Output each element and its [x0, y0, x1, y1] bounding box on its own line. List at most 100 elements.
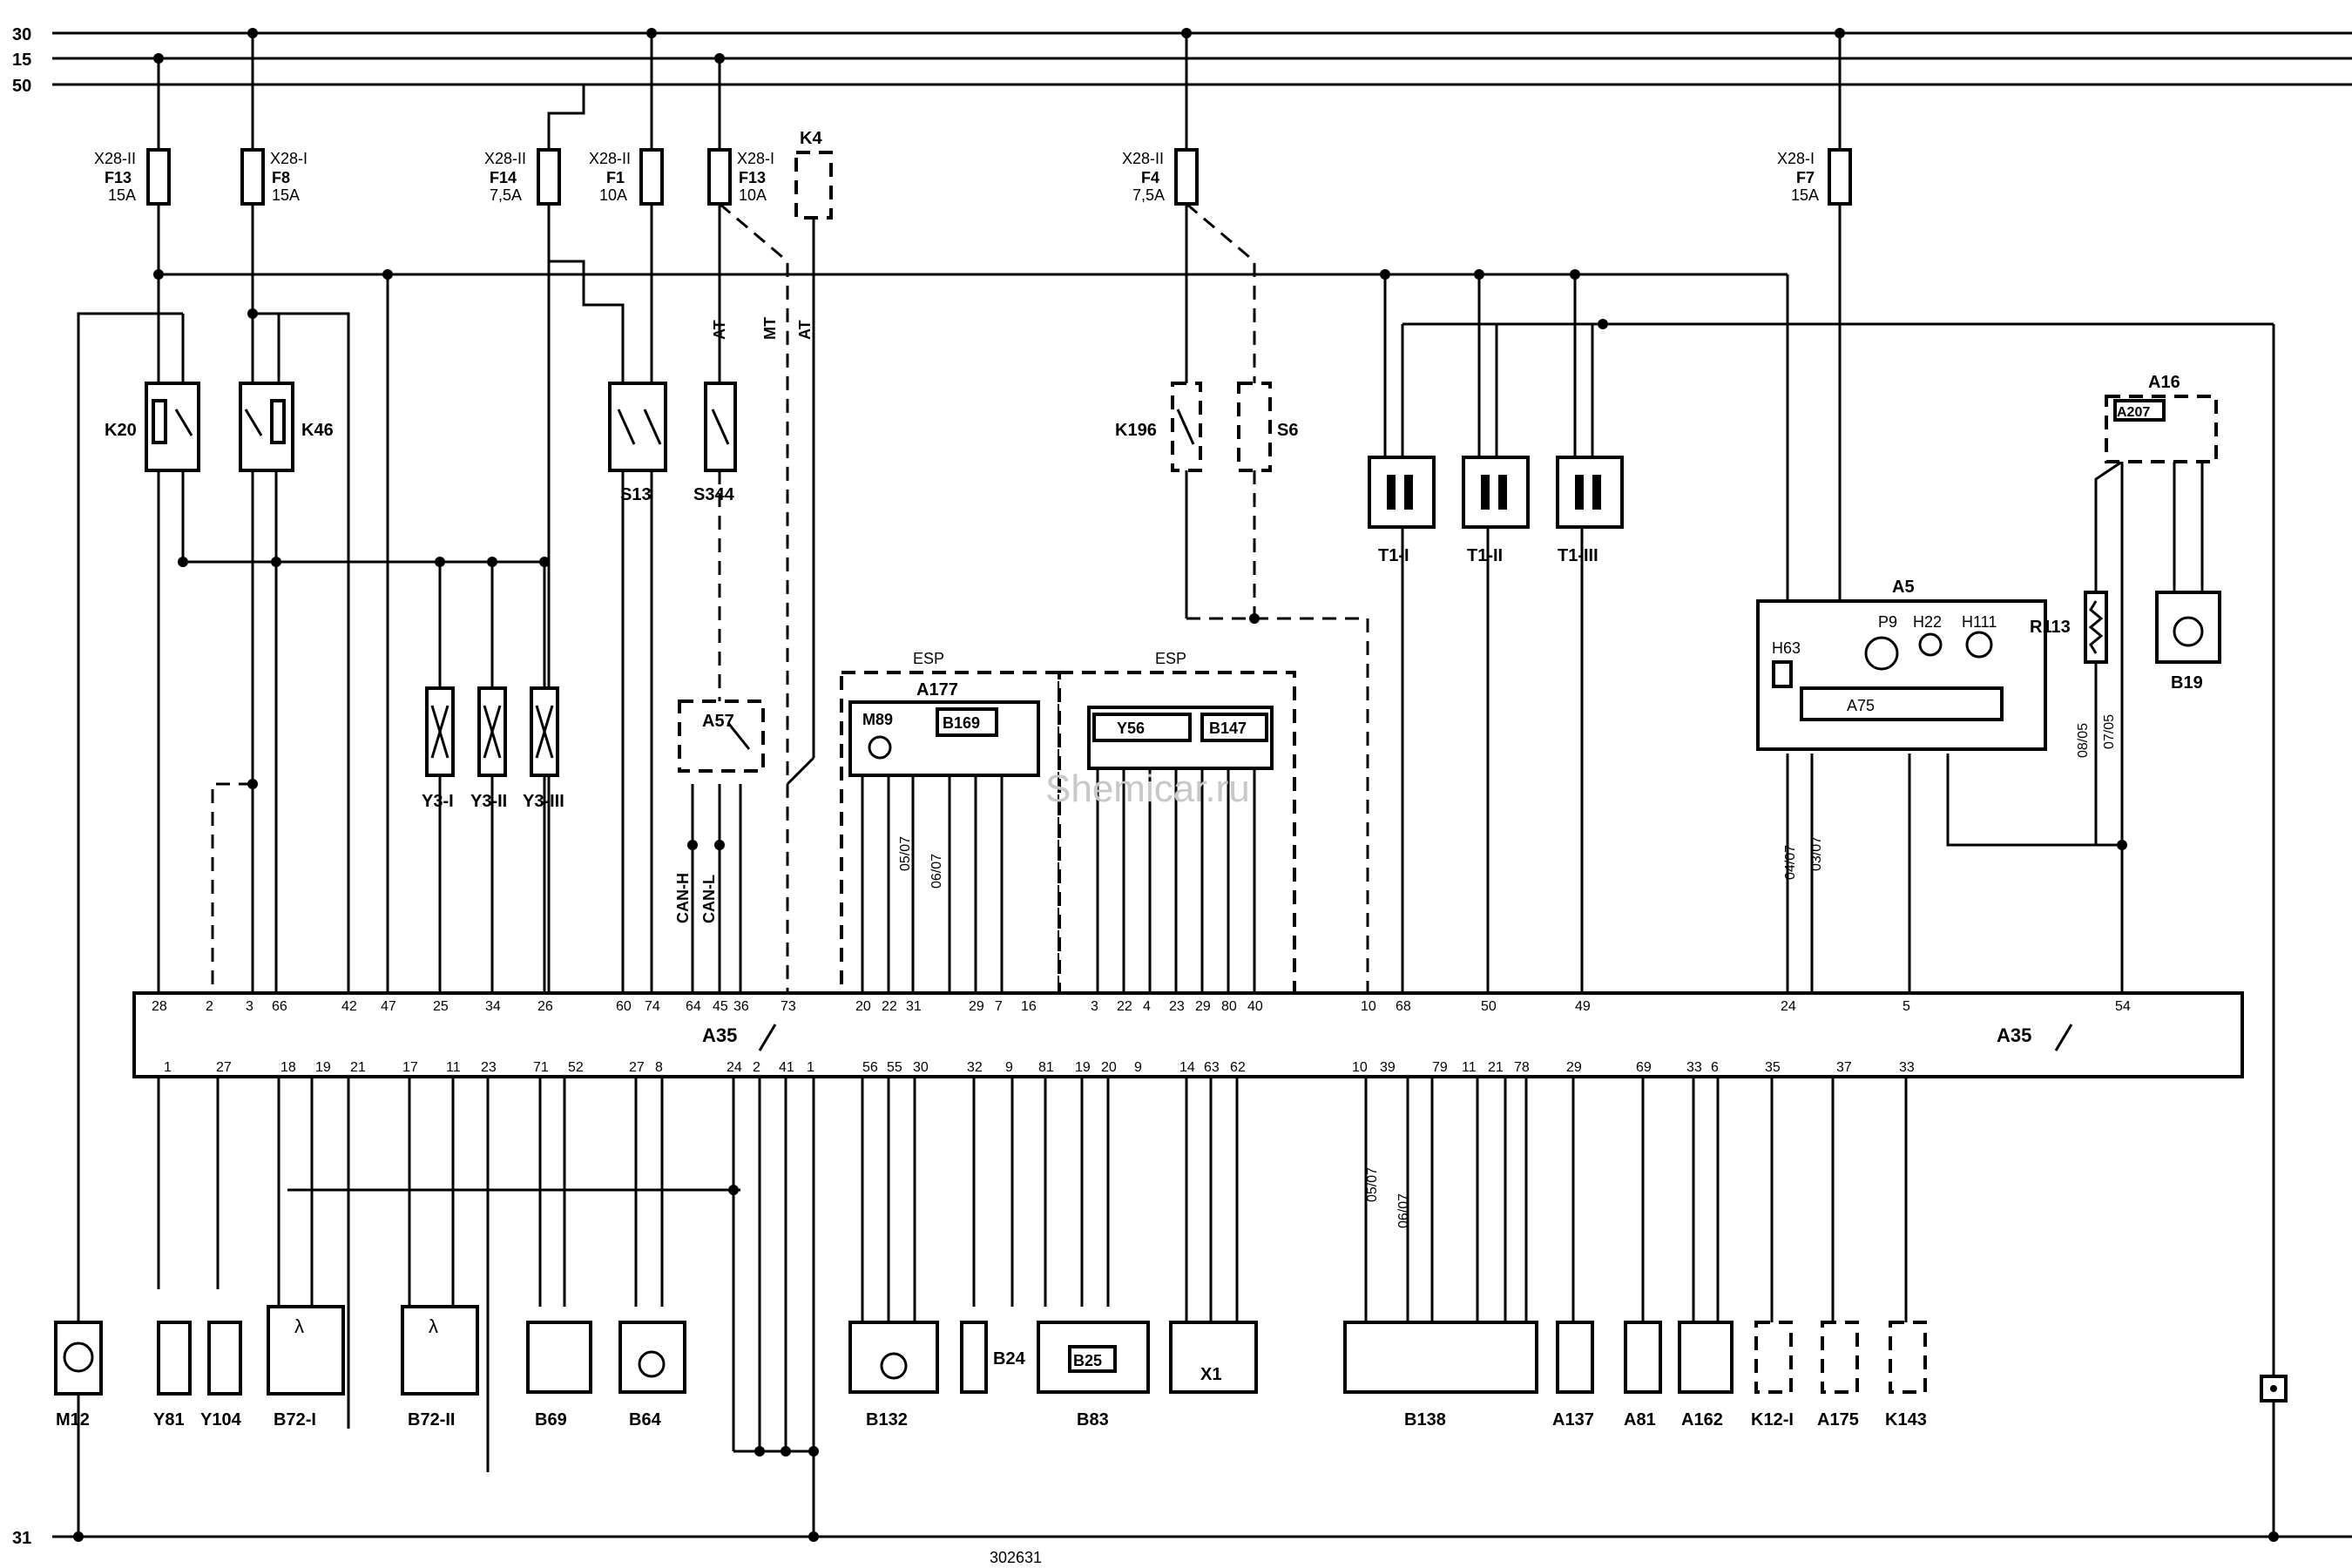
ecu-pin-top: 74 — [645, 999, 660, 1014]
coil-label: T1-III — [1558, 546, 1598, 565]
fuse-f13-b: X28-I F13 10A — [707, 58, 774, 366]
date-label: 05/07 — [898, 836, 913, 871]
h63-label: H63 — [1772, 639, 1801, 657]
a75-label: A75 — [1847, 697, 1875, 714]
ecu-pin-top: 60 — [616, 999, 632, 1014]
sensor-b72-i: λ B72-I — [267, 1305, 345, 1429]
ecu-pin-bottom: 2 — [753, 1060, 760, 1075]
ecu-pin-top: 45 — [713, 999, 728, 1014]
part-label: B72-II — [408, 1410, 455, 1429]
motor-m12: M12 — [54, 1321, 103, 1429]
date-label: 07/05 — [2102, 714, 2117, 749]
h22-label: H22 — [1913, 613, 1942, 631]
ecu-pin-bottom: 9 — [1134, 1060, 1142, 1075]
ecu-pin-bottom: 21 — [350, 1060, 366, 1075]
upper-wiring — [77, 202, 2288, 1542]
date-label: 08/05 — [2076, 723, 2091, 758]
ecu-pin-top: 4 — [1143, 999, 1151, 1014]
ecu-pin-bottom: 9 — [1005, 1060, 1013, 1075]
part-label: A81 — [1624, 1410, 1656, 1429]
fuse-conn: X28-II — [589, 150, 631, 167]
ecu-pin-bottom: 81 — [1038, 1060, 1054, 1075]
part-label: A137 — [1552, 1410, 1594, 1429]
relay-k4: K4 — [794, 129, 833, 220]
lower-wiring — [73, 1077, 1908, 1542]
lambda-icon: λ — [294, 1315, 304, 1337]
sensor-icon — [2173, 616, 2204, 647]
ecu-pin-bottom: 17 — [402, 1060, 418, 1075]
ecu-pin-top: 26 — [537, 999, 553, 1014]
fuse-conn: X28-II — [1122, 150, 1164, 167]
a207-label: A207 — [2117, 405, 2150, 420]
switch-label: S13 — [620, 485, 652, 504]
valve-y104: Y104 — [200, 1321, 242, 1429]
sensor-b132: B132 — [848, 1321, 939, 1429]
lambda-icon: λ — [429, 1315, 438, 1337]
ecu-pin-bottom: 10 — [1352, 1060, 1368, 1075]
sensor-b83: B25 B83 — [1037, 1321, 1150, 1429]
coil-t1-ii: T1-II — [1462, 456, 1530, 565]
sensor-b69: B69 — [526, 1321, 592, 1429]
ecu-pin-top: 42 — [341, 999, 357, 1014]
relay-label: S6 — [1277, 421, 1298, 440]
fuse-id: F8 — [272, 169, 290, 186]
ecu-pin-bottom: 20 — [1101, 1060, 1117, 1075]
module-a137: A137 — [1552, 1321, 1594, 1429]
ecu-pin-bottom: 41 — [779, 1060, 794, 1075]
ecu-pin-top: 23 — [1169, 999, 1185, 1014]
valve-label: Y3-I — [422, 792, 454, 811]
ecu-pin-top: 2 — [206, 999, 213, 1014]
ecu-pin-bottom: 63 — [1204, 1060, 1220, 1075]
ecu-pin-bottom: 29 — [1566, 1060, 1582, 1075]
sensor-b19: B19 — [2155, 591, 2221, 693]
fuse-rating: 7,5A — [490, 186, 522, 204]
variant-label: AT — [796, 320, 814, 340]
ecu-pin-bottom: 19 — [315, 1060, 331, 1075]
fuse-rating: 15A — [272, 186, 300, 204]
switch-s344: S344 — [693, 382, 737, 504]
ecu-pin-top: 73 — [781, 999, 796, 1014]
ecu-pin-top: 80 — [1221, 999, 1237, 1014]
fuse-conn: X28-II — [484, 150, 526, 167]
ecu-pin-top: 3 — [1091, 999, 1098, 1014]
relay-k46: K46 — [239, 382, 334, 472]
ecu-pin-bottom: 37 — [1836, 1060, 1852, 1075]
esp-label-2: ESP — [1155, 650, 1186, 667]
ecu-pin-top: 47 — [381, 999, 396, 1014]
part-label: B138 — [1404, 1410, 1446, 1429]
fuse-rating: 15A — [1791, 186, 1819, 204]
ecu-pin-bottom: 11 — [446, 1060, 461, 1075]
fuse-id: F4 — [1141, 169, 1159, 186]
module-k143: K143 — [1885, 1321, 1927, 1429]
module-k12-i: K12-I — [1751, 1321, 1794, 1429]
ecu-pin-top: 66 — [272, 999, 287, 1014]
ecu-pin-top: 31 — [906, 999, 922, 1014]
date-labels: 05/07 06/07 04/07 03/07 08/05 07/05 05/0… — [898, 714, 2117, 1228]
ecu-pin-bottom: 27 — [216, 1060, 232, 1075]
part-label: B69 — [535, 1410, 567, 1429]
b25-label: B25 — [1073, 1352, 1102, 1369]
ecu-pin-bottom: 35 — [1765, 1060, 1781, 1075]
rail-15-label: 15 — [12, 51, 31, 70]
relay-label: K196 — [1115, 421, 1157, 440]
fuse-id: F7 — [1796, 169, 1815, 186]
relay-label: K20 — [105, 421, 137, 440]
sensor-b64: B64 — [618, 1321, 686, 1429]
resistor-label: R113 — [2030, 618, 2071, 637]
part-label: Y81 — [153, 1410, 185, 1429]
part-label: B64 — [629, 1410, 662, 1429]
ecu-pin-top: 49 — [1575, 999, 1591, 1014]
cluster-label: A5 — [1892, 578, 1915, 597]
ecu-pin-top: 34 — [485, 999, 501, 1014]
ecu-pin-top: 22 — [1117, 999, 1132, 1014]
part-label: B83 — [1077, 1410, 1109, 1429]
ecu-pin-bottom: 8 — [655, 1060, 663, 1075]
coil-label: T1-II — [1467, 546, 1503, 565]
ecu-pin-top: 25 — [433, 999, 449, 1014]
rail-30-label: 30 — [12, 25, 31, 44]
valve-label: Y3-II — [470, 792, 507, 811]
date-label: 04/07 — [1783, 845, 1798, 880]
lamp-icon — [1918, 632, 1943, 657]
variant-label: MT — [761, 317, 779, 340]
coil-t1-iii: T1-III — [1556, 456, 1624, 565]
